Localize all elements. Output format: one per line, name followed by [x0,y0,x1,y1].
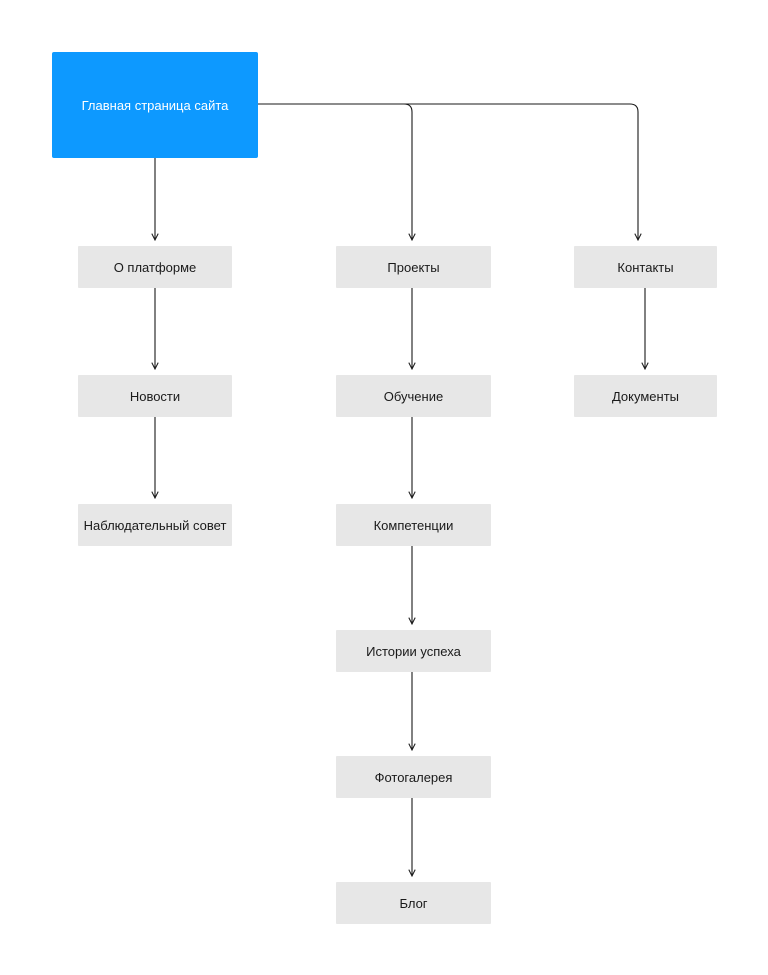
node-label: О платформе [113,259,197,275]
node-label: Документы [611,388,679,404]
node-documents[interactable]: Документы [574,375,717,417]
node-about-platform[interactable]: О платформе [78,246,232,288]
node-photo-gallery[interactable]: Фотогалерея [336,756,491,798]
root-node-label: Главная страница сайта [81,97,229,113]
node-learning[interactable]: Обучение [336,375,491,417]
node-label: Компетенции [373,517,454,533]
node-competences[interactable]: Компетенции [336,504,491,546]
connector-root-to-contacts [404,103,638,240]
node-label: Обучение [383,388,444,404]
node-label: Контакты [617,259,674,275]
node-label: Блог [399,895,428,911]
node-news[interactable]: Новости [78,375,232,417]
node-supervisory-board[interactable]: Наблюдательный совет [78,504,232,546]
root-node-homepage[interactable]: Главная страница сайта [52,52,258,158]
node-label: Новости [129,388,181,404]
node-success-stories[interactable]: Истории успеха [336,630,491,672]
node-projects[interactable]: Проекты [336,246,491,288]
node-label: Проекты [387,259,440,275]
node-blog[interactable]: Блог [336,882,491,924]
node-label: Фотогалерея [374,769,453,785]
node-label: Истории успеха [366,643,461,659]
connector-root-to-projects [258,103,412,240]
node-label: Наблюдательный совет [83,517,227,533]
node-contacts[interactable]: Контакты [574,246,717,288]
